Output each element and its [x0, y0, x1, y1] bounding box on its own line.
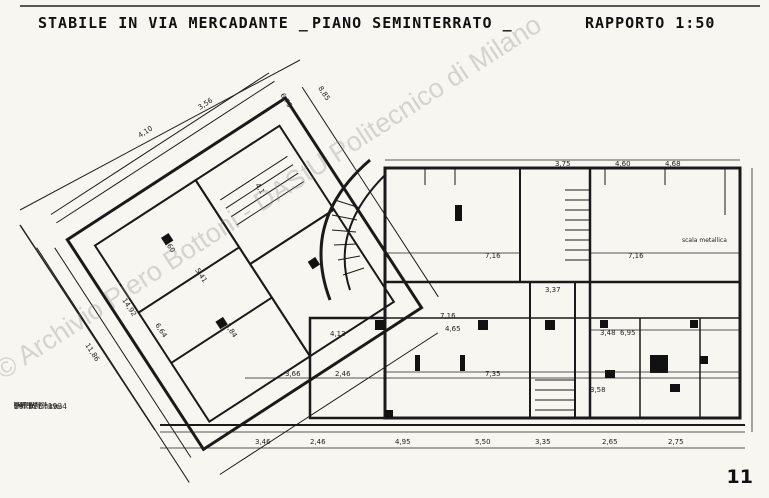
dim-bottom-1: 2,46: [310, 438, 326, 446]
dim-bottom-0: 3,46: [255, 438, 271, 446]
stamp-date: 29 DIC 1934: [14, 402, 67, 411]
dim-bottom-4: 3,35: [535, 438, 551, 446]
stamp-line-2: CIVILE 5.26: [14, 402, 48, 408]
dim-twl-3: 8,85: [316, 85, 331, 102]
stamp-line-0: UFFICIO EDILIZIO: [14, 405, 63, 411]
dim-bottom-3: 5,50: [475, 438, 491, 446]
dim-bottom-5: 2,65: [602, 438, 618, 446]
curved-staircase: [319, 158, 386, 301]
dim-twl-1: 3,56: [197, 96, 215, 111]
dim-interior-7: 3,37: [545, 286, 561, 294]
dim-interior-3: 4,13: [330, 330, 346, 338]
floor-title: PIANO SEMINTERRATO _: [312, 14, 513, 32]
dim-interior-8: 3,48: [600, 329, 616, 337]
dimension-lines: [160, 159, 753, 449]
room-label-0: scala metallica: [682, 237, 727, 244]
dim-interior-6: 2,46: [335, 370, 351, 378]
dim-bottom-2: 4,95: [395, 438, 411, 446]
dim-bottom-6: 2,75: [668, 438, 684, 446]
dim-top-right-2: 4,68: [665, 160, 681, 168]
dim-twl-0: 4,10: [137, 124, 154, 139]
stamp-line-3: UFFICIO TECNICO: [14, 404, 60, 410]
dim-lw-0: 6,64: [153, 322, 168, 340]
stamp-line-5: VISTO: [14, 402, 30, 408]
stamp-line-1: DI VERIFICA: [14, 402, 48, 408]
dim-interior-9: 7,16: [440, 312, 456, 320]
dim-interior-0: 7,16: [485, 252, 501, 260]
building-title: STABILE IN VIA MERCADANTE _: [38, 14, 309, 32]
dim-interior-5: 7,35: [485, 370, 501, 378]
dim-interior-2: 4,65: [445, 325, 461, 333]
dim-top-right-0: 3,75: [555, 160, 571, 168]
dim-interior-1: 7,16: [628, 252, 644, 260]
main-block: [245, 166, 742, 420]
room-label-1: 6,95: [620, 329, 636, 337]
dim-interior-4: 3,66: [285, 370, 301, 378]
dim-top-right-1: 4,60: [615, 160, 631, 168]
stamp-code: 1895 AO4: [14, 404, 39, 410]
room-label-2: 3,58: [590, 386, 606, 394]
rotated-wing: [36, 72, 439, 483]
sheet-number: 11: [726, 466, 753, 488]
scale-title: RAPPORTO 1:50: [585, 14, 716, 32]
dim-lw-2: 3,84: [223, 322, 238, 340]
stamp-line-4: ESAMINATO: [14, 402, 42, 408]
